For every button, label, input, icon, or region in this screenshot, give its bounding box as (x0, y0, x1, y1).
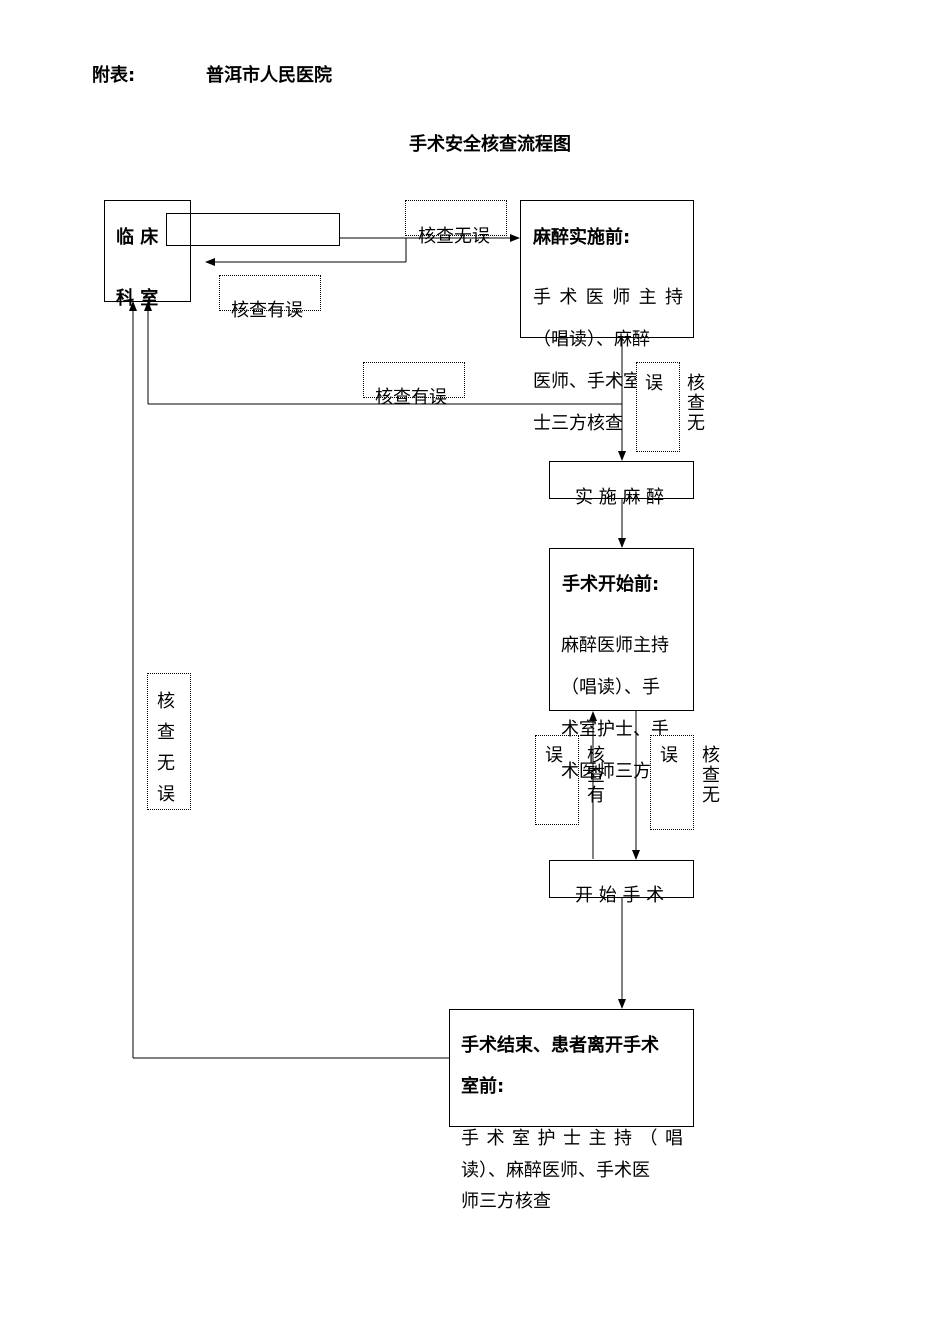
pre-anesthesia-line3: 医师、手术室护 (533, 371, 659, 392)
check-ok-right2-label: 核查无 (702, 745, 720, 806)
check-has-mid-frame (535, 735, 579, 825)
post-surgery-title-line1: 手术结束、患者离开手术 (461, 1035, 659, 1056)
pre-anesthesia-title: 麻醉实施前: (533, 227, 631, 248)
pre-surgery-title: 手术开始前: (562, 574, 660, 595)
page-title: 手术安全核查流程图 (409, 134, 571, 155)
pre-anesthesia-line4: 士三方核查 (533, 413, 623, 434)
check-ok-right1-frame (636, 362, 680, 452)
check-has-mid-label: 核查有 (587, 745, 605, 806)
pre-surgery-line2: （唱读）、手 (561, 677, 660, 698)
pre-anesthesia-line1: 手 术 医 师 主 持 (533, 287, 683, 308)
err-char-right1: 误 (645, 373, 663, 394)
pre-surgery-line3: 术室护士、手 (561, 719, 669, 740)
check-ok-top-label: 核查无误 (418, 226, 490, 247)
clinical-department-box (104, 200, 191, 302)
check-ok-left-label: 核查无误 (157, 691, 175, 805)
post-surgery-line3: 师三方核查 (461, 1191, 551, 1212)
pre-surgery-line4: 术医师三方 (561, 761, 651, 782)
post-surgery-box (449, 1009, 694, 1127)
err-char-mid: 误 (545, 745, 563, 766)
pre-surgery-line1: 麻醉医师主持 (561, 635, 669, 656)
check-ok-left-frame (147, 673, 191, 810)
post-surgery-line1: 手 术 室 护 士 主 持 （ 唱 (461, 1128, 683, 1149)
anesthesia-label: 实 施 麻 醉 (575, 487, 665, 508)
pre-surgery-box (549, 548, 694, 711)
check-err-mid-label: 核查有误 (375, 387, 447, 408)
anesthesia-box (549, 461, 694, 499)
start-surgery-label: 开 始 手 术 (575, 885, 665, 906)
check-err-top-label: 核查有误 (231, 300, 303, 321)
header-label: 附表: (92, 65, 136, 86)
hospital-name: 普洱市人民医院 (206, 65, 332, 86)
clinical-line2: 科 室 (116, 288, 159, 309)
post-surgery-title-line2: 室前: (461, 1076, 505, 1097)
check-ok-right1-label: 核查无 (687, 373, 705, 434)
start-surgery-box (549, 860, 694, 898)
check-err-top-frame (219, 275, 321, 311)
check-ok-top-frame (405, 200, 507, 236)
post-surgery-line2: 读）、麻醉医师、手术医 (461, 1160, 650, 1181)
pre-anesthesia-line2: （唱读）、麻醉 (533, 329, 650, 350)
check-err-mid-frame (363, 362, 465, 398)
clinical-connector-rect (166, 213, 340, 246)
pre-anesthesia-box (520, 200, 694, 338)
clinical-line1: 临 床 (116, 227, 159, 248)
err-char-right2: 误 (660, 745, 678, 766)
check-ok-right2-frame (650, 735, 694, 830)
